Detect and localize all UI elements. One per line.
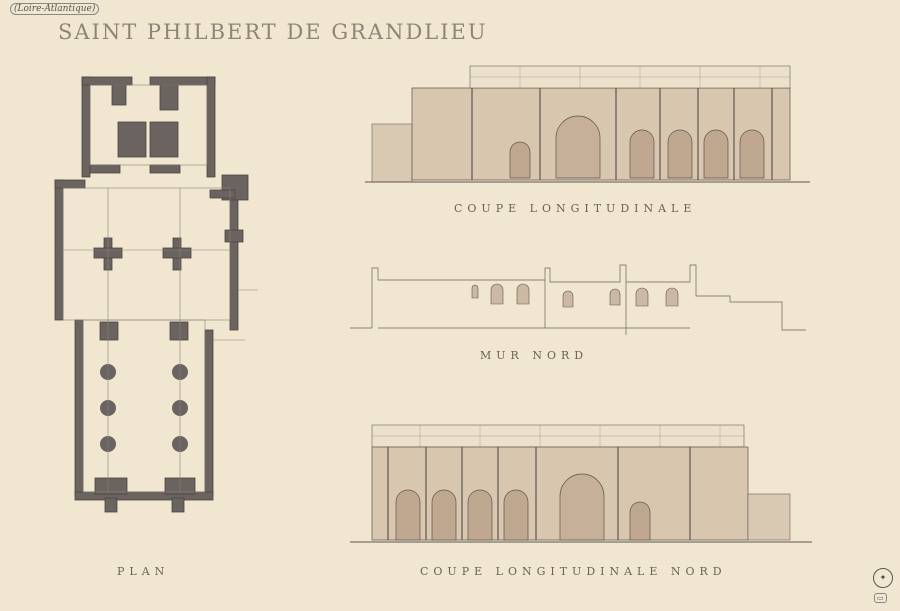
caption-mur-nord: MUR NORD <box>480 349 589 362</box>
library-stamp-icon: ✦ <box>873 568 893 588</box>
region-note: (Loire-Atlantique) <box>10 3 100 15</box>
sheet-title: SAINT PHILBERT DE GRANDLIEU <box>58 20 488 44</box>
caption-coupe-longitudinale: COUPE LONGITUDINALE <box>454 202 697 215</box>
archive-stamp-icon: ▭ <box>874 593 887 603</box>
caption-plan: PLAN <box>117 565 170 578</box>
caption-coupe-longitudinale-nord: COUPE LONGITUDINALE NORD <box>420 565 727 578</box>
